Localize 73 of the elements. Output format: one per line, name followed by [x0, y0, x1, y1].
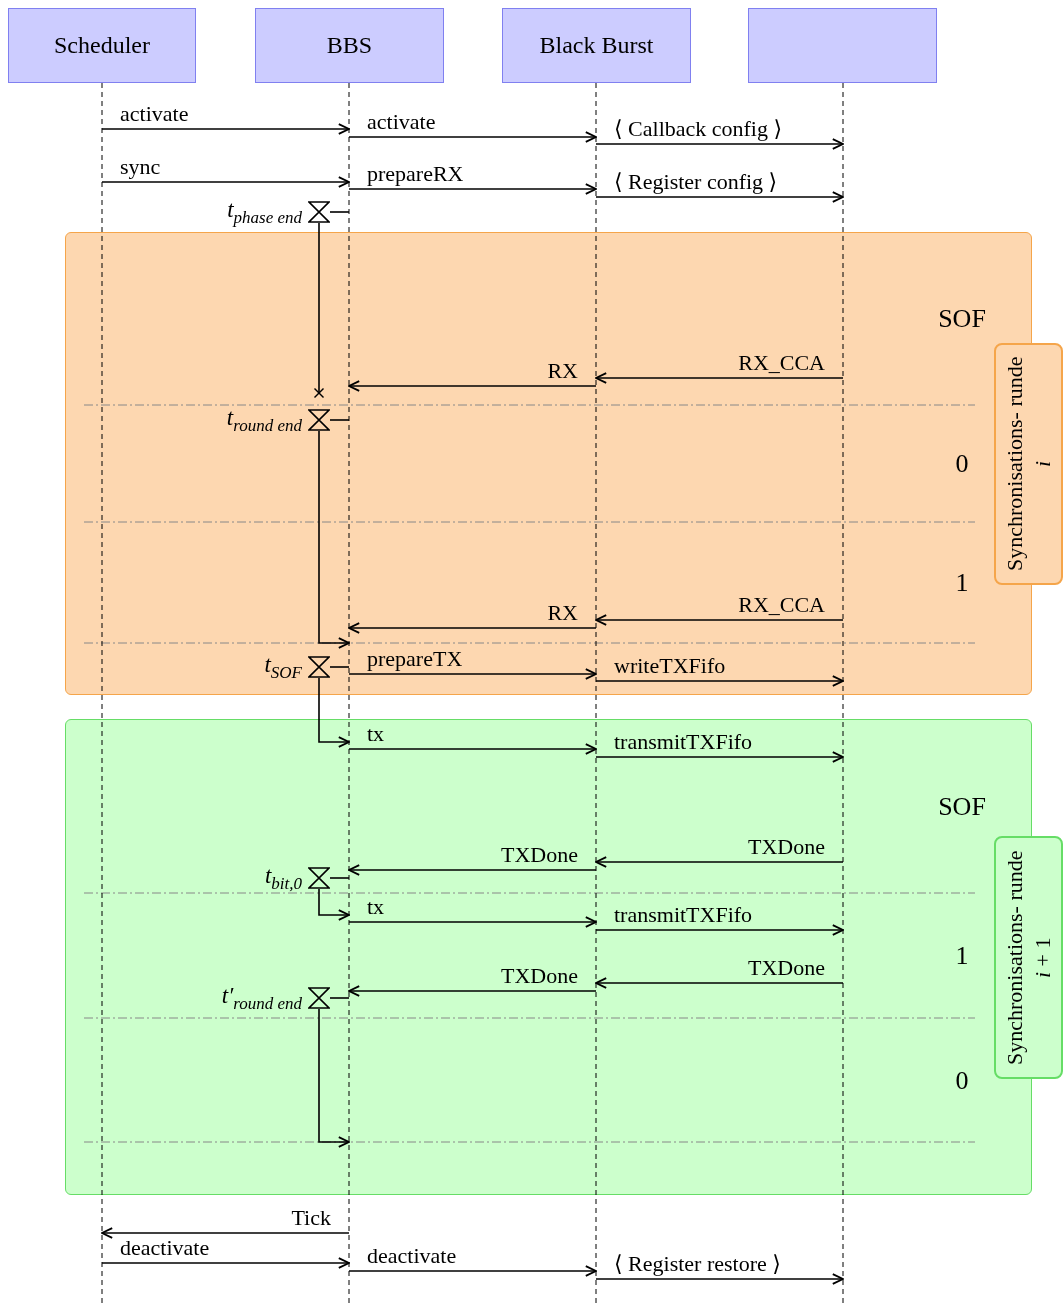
arrow — [595, 191, 844, 203]
arrow — [318, 1008, 350, 1148]
lifeline-header-box: Scheduler — [8, 8, 196, 83]
arrow — [101, 1227, 350, 1239]
connector-line — [329, 997, 350, 999]
edge-label: prepareTX — [367, 648, 463, 670]
arrow — [595, 138, 844, 150]
timer-label: t$_{phase end}$ — [227, 196, 302, 228]
round-tab: Synchronisations- runde i — [994, 343, 1063, 585]
edge-label: prepareRX — [367, 163, 464, 185]
edge-label: sync — [120, 156, 161, 178]
arrow — [348, 985, 597, 997]
arrow — [595, 856, 844, 868]
arrow — [595, 675, 844, 687]
edge-label: Tick — [291, 1207, 331, 1229]
connector-line — [329, 666, 350, 668]
edge-label: TXDone — [748, 836, 825, 858]
connector-line — [329, 877, 350, 879]
edge-label: transmitTXFifo — [614, 904, 753, 926]
arrow — [595, 977, 844, 989]
edge-label: TXDone — [501, 844, 578, 866]
arrow — [318, 430, 350, 649]
edge-label: RX_CCA — [738, 594, 825, 616]
arrow — [595, 924, 844, 936]
edge-label: transmitTXFifo — [614, 731, 753, 753]
edge-label: activate — [120, 103, 189, 125]
edge-label: RX — [547, 360, 578, 382]
phase-label: 1 — [955, 941, 969, 971]
edge-label: tx — [367, 723, 385, 745]
connector-line — [329, 419, 350, 421]
timer-label: t$_{round end}$ — [226, 404, 302, 436]
edge-label: ⟨ Callback config ⟩ — [614, 118, 783, 140]
arrow — [348, 668, 597, 680]
timer-label: t′$_{round end}$ — [221, 982, 302, 1014]
phase-label: 1 — [955, 568, 969, 598]
phase-label: SOF — [938, 304, 986, 334]
arrow — [595, 751, 844, 763]
arrow — [595, 1273, 844, 1285]
arrow — [348, 131, 597, 143]
arrow — [348, 183, 597, 195]
timer-label: t$_{SOF}$ — [264, 651, 302, 683]
arrow — [318, 888, 350, 921]
connector-line — [314, 222, 324, 398]
edge-label: RX — [547, 602, 578, 624]
lifeline-header-box: Black Burst — [502, 8, 691, 83]
edge-label: ⟨ Register config ⟩ — [614, 171, 778, 193]
edge-label: deactivate — [120, 1237, 210, 1259]
arrow — [348, 864, 597, 876]
arrow — [101, 123, 350, 135]
edge-label: tx — [367, 896, 385, 918]
arrow — [595, 372, 844, 384]
phase-label: 0 — [955, 1066, 969, 1096]
edge-label: activate — [367, 111, 436, 133]
edge-label: RX_CCA — [738, 352, 825, 374]
arrow — [101, 176, 350, 188]
edge-label: deactivate — [367, 1245, 457, 1267]
edge-label: ⟨ Register restore ⟩ — [614, 1253, 781, 1275]
phase-label: 0 — [955, 449, 969, 479]
timer-label: t$_{bit,0}$ — [264, 862, 302, 894]
arrow — [348, 1265, 597, 1277]
arrow — [348, 743, 597, 755]
edge-label: writeTXFifo — [614, 655, 726, 677]
edge-label: TXDone — [501, 965, 578, 987]
arrow — [318, 677, 350, 748]
arrow — [348, 622, 597, 634]
connector-line — [329, 211, 350, 213]
arrow — [101, 1257, 350, 1269]
arrow — [348, 916, 597, 928]
arrow — [595, 614, 844, 626]
edge-label: TXDone — [748, 957, 825, 979]
lifeline-header-box: BBS — [255, 8, 444, 83]
arrow — [348, 380, 597, 392]
phase-label: SOF — [938, 792, 986, 822]
